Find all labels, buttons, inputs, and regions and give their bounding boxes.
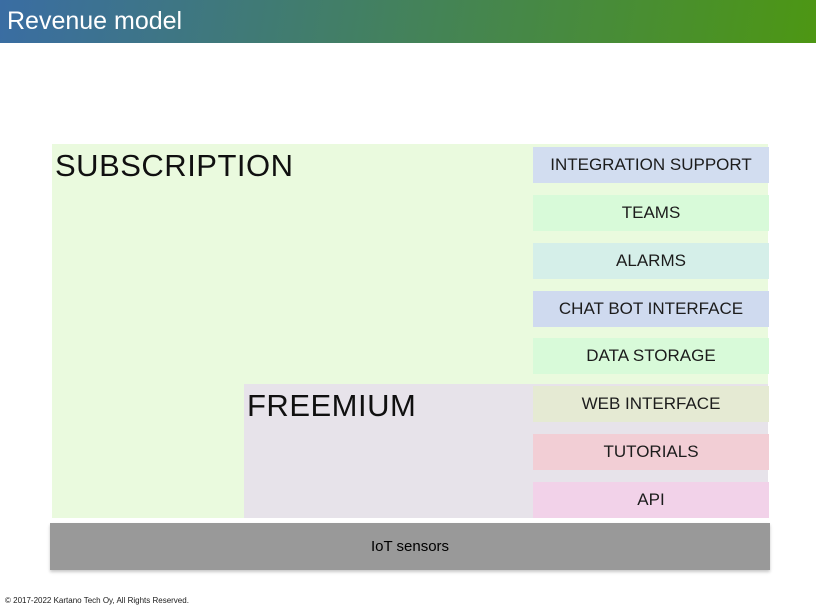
feature-chat-bot-interface-label: CHAT BOT INTERFACE <box>558 299 744 318</box>
slide-header: Revenue model <box>0 0 816 43</box>
feature-integration-support-label: INTEGRATION SUPPORT <box>550 155 752 174</box>
iot-sensors-label: IoT sensors <box>370 538 450 555</box>
feature-web-interface: WEB INTERFACE <box>533 386 769 422</box>
feature-web-interface-label: WEB INTERFACE <box>581 394 721 413</box>
feature-tutorials: TUTORIALS <box>533 434 769 470</box>
feature-data-storage-label: DATA STORAGE <box>586 346 716 365</box>
iot-sensors-bar: IoT sensors <box>50 523 770 570</box>
feature-integration-support: INTEGRATION SUPPORT <box>533 147 769 183</box>
feature-data-storage: DATA STORAGE <box>533 338 769 374</box>
feature-teams-label: TEAMS <box>621 203 681 222</box>
feature-alarms-label: ALARMS <box>616 251 686 270</box>
tier-freemium-label: FREEMIUM <box>247 388 417 423</box>
feature-teams: TEAMS <box>533 195 769 231</box>
feature-api-label: API <box>637 490 665 509</box>
feature-tutorials-label: TUTORIALS <box>603 442 699 461</box>
feature-alarms: ALARMS <box>533 243 769 279</box>
feature-api: API <box>533 482 769 518</box>
copyright-text: © 2017-2022 Kartano Tech Oy, All Rights … <box>5 596 189 605</box>
slide-title: Revenue model <box>7 7 183 35</box>
tier-subscription-label: SUBSCRIPTION <box>55 148 294 183</box>
feature-chat-bot-interface: CHAT BOT INTERFACE <box>533 291 769 327</box>
